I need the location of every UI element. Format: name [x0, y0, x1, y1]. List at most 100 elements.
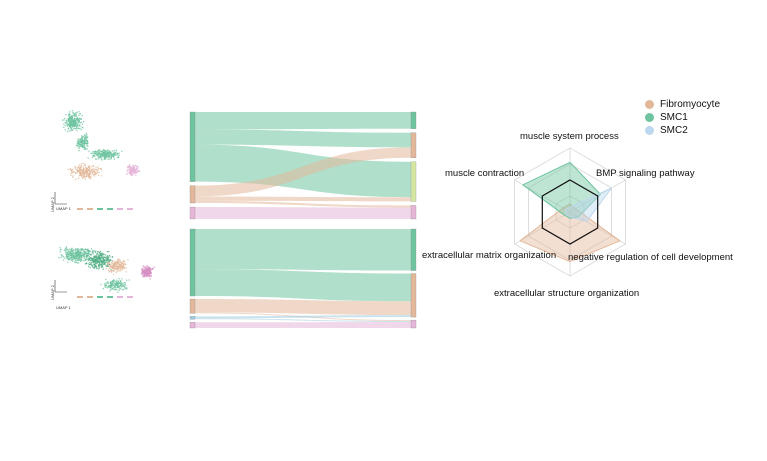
- umap-point: [109, 288, 112, 290]
- umap-point: [98, 254, 100, 256]
- umap-point: [76, 124, 79, 126]
- umap-point: [100, 155, 102, 157]
- umap-point: [110, 282, 112, 285]
- umap-point: [76, 252, 78, 254]
- umap-point: [84, 172, 87, 175]
- umap-point: [114, 286, 116, 288]
- umap-point: [97, 154, 100, 156]
- umap-point: [106, 149, 109, 151]
- umap-point: [86, 148, 88, 150]
- umap-point: [116, 289, 118, 291]
- umap-point: [116, 154, 118, 156]
- umap-point: [91, 258, 93, 260]
- umap-point: [68, 123, 70, 126]
- umap-point: [76, 129, 78, 132]
- umap-point: [89, 170, 92, 172]
- umap-point: [102, 256, 104, 258]
- umap-point: [93, 150, 95, 153]
- umap-point: [77, 253, 80, 256]
- umap-point: [90, 248, 93, 250]
- umap-point: [68, 113, 71, 115]
- umap-point: [90, 250, 92, 253]
- umap-point: [108, 259, 111, 261]
- umap-point: [82, 142, 85, 144]
- umap-point: [70, 256, 72, 259]
- umap-point: [69, 167, 72, 170]
- umap-legend-swatch: [77, 296, 83, 298]
- umap-point: [78, 253, 81, 255]
- sankey-top: [189, 111, 417, 220]
- umap-point: [132, 164, 134, 167]
- umap-point: [106, 250, 109, 253]
- umap-point: [72, 254, 74, 256]
- umap-bottom-ylabel: UMAP 2: [50, 285, 55, 300]
- umap-point: [104, 286, 107, 288]
- umap-point: [105, 256, 107, 259]
- umap-point: [100, 266, 103, 268]
- umap-point: [68, 111, 71, 113]
- umap-point: [96, 171, 99, 174]
- umap-point: [151, 268, 154, 270]
- umap-point: [77, 250, 79, 253]
- umap-legend-swatch: [117, 208, 123, 210]
- umap-point: [121, 269, 123, 271]
- radar-axis-label: muscle system process: [520, 131, 619, 142]
- umap-point: [72, 259, 74, 261]
- umap-point: [114, 264, 116, 267]
- umap-point: [110, 271, 113, 274]
- radar-axis-label: extracellular structure organization: [494, 288, 640, 299]
- umap-point: [108, 285, 111, 288]
- umap-point: [104, 254, 107, 256]
- umap-point: [100, 252, 102, 255]
- umap-point: [61, 254, 63, 257]
- umap-point: [92, 251, 94, 253]
- umap-point: [104, 263, 106, 265]
- umap-point: [76, 262, 79, 264]
- umap-point: [110, 156, 112, 158]
- sankey-flow: [195, 196, 411, 202]
- umap-point: [130, 171, 133, 174]
- umap-point: [107, 282, 110, 285]
- umap-point: [113, 149, 115, 152]
- umap-point: [96, 150, 99, 152]
- umap-point: [146, 265, 149, 267]
- umap-point: [110, 157, 113, 160]
- umap-point: [123, 260, 126, 263]
- umap-point: [98, 156, 101, 159]
- umap-point: [77, 125, 80, 127]
- umap-point: [123, 263, 125, 265]
- umap-point: [78, 123, 81, 126]
- umap-point: [113, 288, 115, 291]
- sankey-left-node: [189, 185, 196, 204]
- umap-point: [78, 174, 81, 177]
- umap-point: [112, 278, 115, 281]
- umap-point: [82, 127, 84, 129]
- umap-point: [109, 290, 111, 292]
- umap-point: [117, 156, 119, 158]
- sankey-right-node: [410, 161, 417, 202]
- umap-point: [79, 125, 81, 127]
- umap-point: [141, 269, 144, 271]
- umap-point: [69, 124, 72, 126]
- umap-point: [109, 256, 111, 258]
- umap-point: [99, 250, 102, 253]
- umap-point: [71, 116, 73, 118]
- umap-point: [124, 263, 127, 266]
- umap-point: [109, 264, 111, 267]
- umap-point: [110, 265, 113, 267]
- umap-point: [83, 173, 86, 176]
- umap-point: [107, 256, 109, 259]
- umap-point: [133, 172, 136, 175]
- umap-point: [97, 174, 100, 177]
- radar-series-fibromyocyte: [519, 203, 621, 263]
- umap-point: [109, 281, 112, 284]
- umap-point: [128, 165, 130, 168]
- umap-point: [127, 259, 129, 261]
- umap-point: [81, 114, 83, 117]
- umap-point: [64, 117, 66, 120]
- umap-point: [80, 138, 82, 140]
- umap-point: [79, 256, 81, 258]
- umap-point: [92, 259, 94, 261]
- umap-point: [77, 145, 79, 148]
- umap-point: [126, 287, 128, 290]
